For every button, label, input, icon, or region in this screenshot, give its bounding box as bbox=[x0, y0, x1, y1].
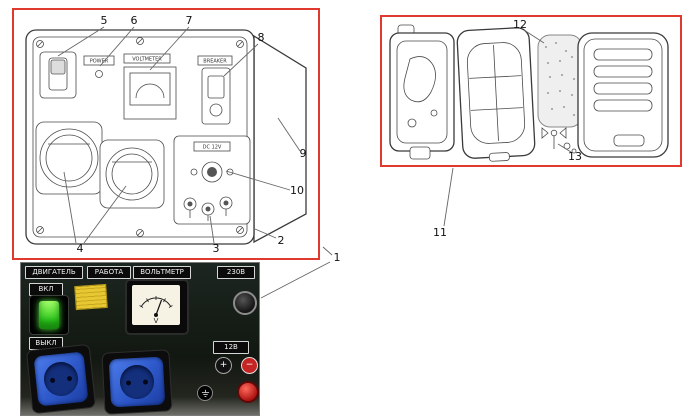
ac-socket-1-well bbox=[42, 360, 80, 398]
callout-11: 11 bbox=[433, 226, 447, 239]
leader-line bbox=[557, 143, 572, 153]
engine-section-label: ДВИГАТЕЛЬ bbox=[25, 266, 83, 279]
callout-1: 1 bbox=[334, 251, 341, 264]
dc-terminals-drawing bbox=[183, 196, 233, 221]
callout-2: 2 bbox=[278, 234, 285, 247]
filter-housing-drawing bbox=[389, 24, 455, 160]
voltmeter-dial: V bbox=[139, 296, 173, 325]
ground-icon bbox=[201, 389, 209, 397]
power-indicator-drawing: POWER bbox=[83, 55, 115, 78]
callout-3: 3 bbox=[213, 242, 220, 255]
plus-sign: + bbox=[219, 360, 228, 370]
ac-socket-1-body bbox=[33, 351, 89, 407]
filter-frame-drawing bbox=[456, 27, 536, 162]
voltmeter: V bbox=[125, 279, 189, 335]
callout-6: 6 bbox=[131, 14, 138, 27]
engine-switch bbox=[29, 295, 69, 335]
dc-subpanel-drawing: DC 12V bbox=[173, 135, 251, 225]
ac-socket-2-body bbox=[108, 356, 166, 408]
callout-12: 12 bbox=[513, 18, 527, 31]
ac-socket-2 bbox=[101, 349, 173, 415]
callout-4: 4 bbox=[77, 242, 84, 255]
breaker-label: BREAKER bbox=[203, 59, 227, 65]
ac-breaker-button bbox=[233, 291, 257, 315]
voltmeter-unit: V bbox=[154, 317, 159, 325]
callout-1-leader bbox=[322, 246, 333, 256]
breaker-drawing: BREAKER bbox=[197, 55, 233, 125]
voltmeter-section-label: ВОЛЬТМЕТР bbox=[133, 266, 191, 279]
dc-minus-terminal: − bbox=[241, 357, 258, 374]
callout-13: 13 bbox=[568, 150, 582, 163]
minus-sign: − bbox=[245, 360, 254, 370]
callout-7: 7 bbox=[186, 14, 193, 27]
callout-8: 8 bbox=[258, 31, 265, 44]
warning-sticker bbox=[74, 283, 108, 311]
voltmeter-label: VOLTMETER bbox=[132, 57, 162, 63]
control-panel-photo: ДВИГАТЕЛЬ РАБОТА ВОЛЬТМЕТР 230В ВКЛ ВЫКЛ bbox=[20, 262, 260, 416]
panel-side-face bbox=[253, 34, 307, 244]
socket-cover-2-drawing bbox=[99, 139, 165, 209]
callout-10: 10 bbox=[290, 184, 304, 197]
voltmeter-needle bbox=[155, 299, 163, 316]
callout-11-leader bbox=[443, 167, 454, 227]
dc-breaker-button-drawing bbox=[201, 161, 223, 183]
dc-label: DC 12V bbox=[203, 145, 222, 151]
filter-cover-drawing bbox=[577, 32, 669, 158]
callout-9: 9 bbox=[300, 147, 307, 160]
ac-socket-1 bbox=[25, 343, 97, 415]
leader-lines bbox=[57, 26, 301, 244]
engine-switch-drawing bbox=[39, 51, 77, 99]
leader-line bbox=[523, 29, 545, 44]
callout-5: 5 bbox=[101, 14, 108, 27]
ac-socket-2-well bbox=[119, 364, 155, 400]
mounting-hardware-drawing bbox=[541, 127, 577, 154]
socket-cover-1-drawing bbox=[35, 121, 103, 195]
air-filter-drawing: 12 13 bbox=[389, 18, 669, 163]
dc-reset-button bbox=[237, 381, 259, 403]
power-label: POWER bbox=[90, 59, 109, 65]
engine-switch-rocker bbox=[39, 301, 59, 329]
dc-12v-label: 12В bbox=[213, 341, 249, 354]
callout-1-leader bbox=[260, 261, 331, 299]
ground-terminal bbox=[197, 385, 213, 401]
voltmeter-drawing: VOLTMETER bbox=[123, 53, 177, 120]
run-section-label: РАБОТА bbox=[87, 266, 131, 279]
air-filter-diagram-box: 12 13 bbox=[380, 15, 682, 167]
filter-element-foam-drawing bbox=[537, 34, 583, 128]
control-panel-diagram-box: POWER VOLTMETER BREAKER bbox=[12, 8, 320, 260]
control-panel-drawing: POWER VOLTMETER BREAKER bbox=[25, 14, 307, 255]
voltmeter-face: V bbox=[132, 285, 180, 325]
dc-plus-terminal: + bbox=[215, 357, 232, 374]
outlet-section-label: 230В bbox=[217, 266, 255, 279]
